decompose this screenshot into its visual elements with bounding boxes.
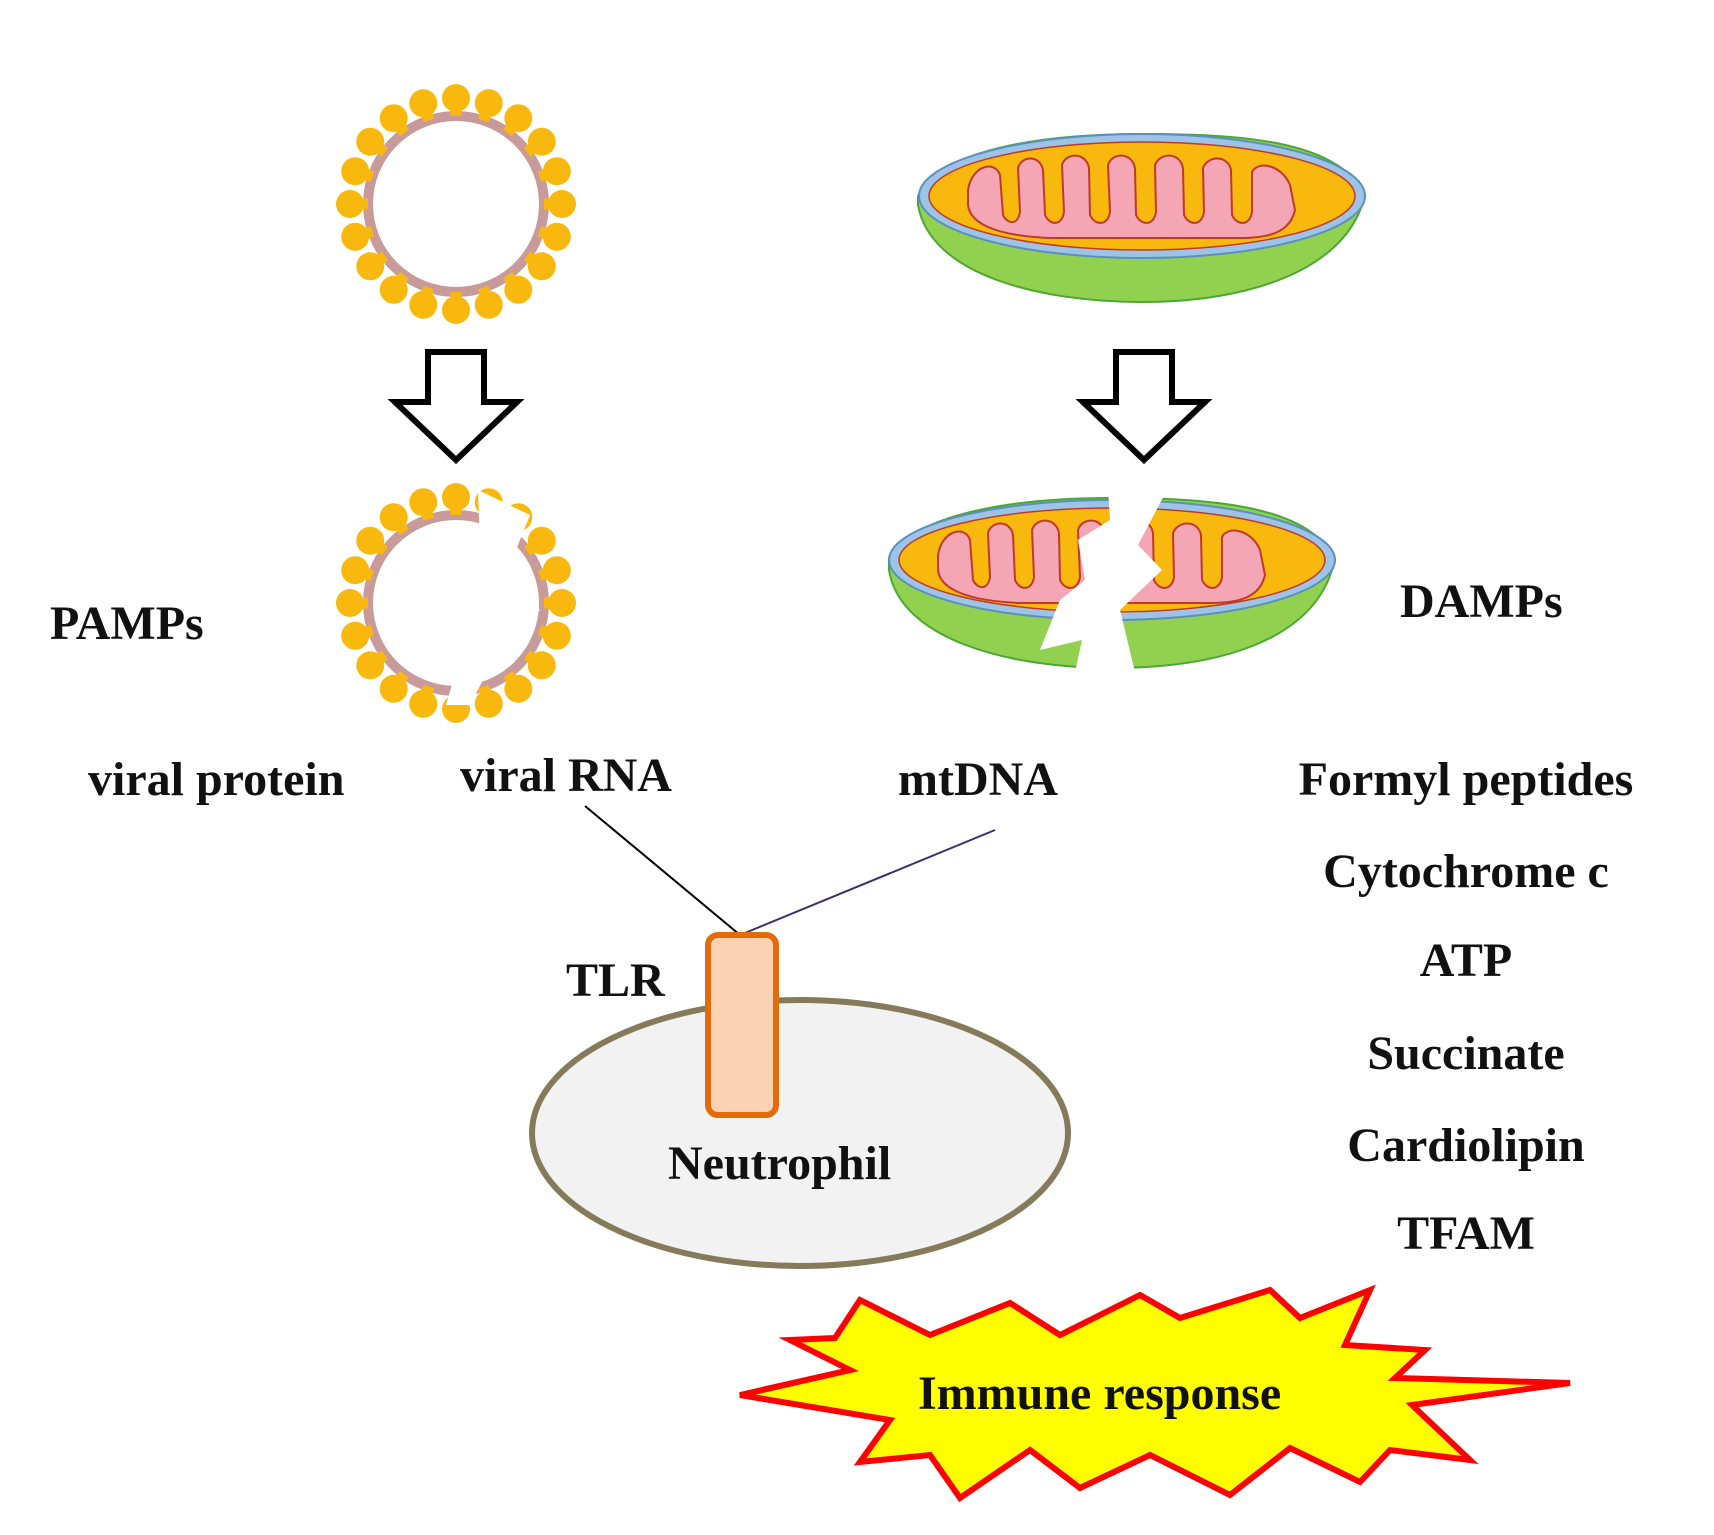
virus-spike-head <box>409 290 438 319</box>
neutrophil-label: Neutrophil <box>668 1137 892 1190</box>
damp-list-item: Succinate <box>1367 1027 1565 1080</box>
viral-protein-label: viral protein <box>88 753 345 806</box>
virus-spike-head <box>341 621 370 650</box>
virus-spike-head <box>379 503 408 532</box>
mtdna-connector <box>739 829 996 936</box>
virus-spike-head <box>341 222 370 251</box>
virus-spike-head <box>442 84 470 112</box>
virus-spike-head <box>356 252 385 281</box>
virus-spike-head <box>548 190 576 218</box>
damp-list-item: Cardiolipin <box>1347 1119 1585 1172</box>
virus-spike-head <box>504 104 533 133</box>
damp-list-item: TFAM <box>1397 1207 1535 1260</box>
damp-list-item: Formyl peptides <box>1298 753 1634 806</box>
viral-rna-connector <box>584 805 741 936</box>
virus-spike-head <box>504 674 533 703</box>
virus-spike-head <box>409 689 438 718</box>
virus-spike-head <box>527 127 556 156</box>
intact-virus <box>336 84 576 324</box>
virus-spike-head <box>336 190 364 218</box>
virus-spike-head <box>474 89 503 118</box>
virus-spike-head <box>379 104 408 133</box>
intact-mitochondrion <box>917 132 1367 304</box>
virus-spike-head <box>379 674 408 703</box>
virus-spike-head <box>527 252 556 281</box>
damp-list-item: Cytochrome c <box>1323 845 1609 898</box>
damps-label: DAMPs <box>1400 575 1563 628</box>
virus-spike-head <box>379 275 408 304</box>
ruptured-mitochondrion <box>888 488 1337 672</box>
virus-break-gap <box>440 490 540 705</box>
mitochondrion-break-gap <box>1040 488 1168 672</box>
virus-spike-head <box>474 290 503 319</box>
immune-response-burst <box>739 1284 1571 1503</box>
virus-spike-head <box>548 589 576 617</box>
virus-spike-head <box>474 689 503 718</box>
tlr-label: TLR <box>566 954 665 1007</box>
virus-spike-head <box>527 651 556 680</box>
virus-spike-head <box>356 651 385 680</box>
virus-spike-head <box>356 526 385 555</box>
virus-spike-head <box>542 621 571 650</box>
damp-list-item: ATP <box>1419 934 1513 987</box>
virus-spike-head <box>409 488 438 517</box>
virus-spike-head <box>442 296 470 324</box>
virus-spike-head <box>336 589 364 617</box>
virus-spike-head <box>542 222 571 251</box>
down-arrow-left <box>387 349 525 465</box>
tlr-receptor <box>705 932 779 1118</box>
virus-spike-head <box>504 275 533 304</box>
virus-spike-head <box>409 89 438 118</box>
virus-spike-head <box>442 483 470 511</box>
virus-spike-head <box>542 556 571 585</box>
immune-response-label: Immune response <box>918 1367 1282 1420</box>
virus-membrane <box>363 111 549 297</box>
virus-spike-head <box>341 556 370 585</box>
pamps-label: PAMPs <box>50 597 204 650</box>
neutrophil-cell <box>529 997 1071 1269</box>
virus-spike-head <box>356 127 385 156</box>
virus-spike-head <box>542 157 571 186</box>
viral-rna-label: viral RNA <box>460 749 672 802</box>
virus-spike-head <box>341 157 370 186</box>
mtdna-label: mtDNA <box>898 753 1058 806</box>
down-arrow-right <box>1075 349 1213 465</box>
virus-spike-head <box>527 526 556 555</box>
